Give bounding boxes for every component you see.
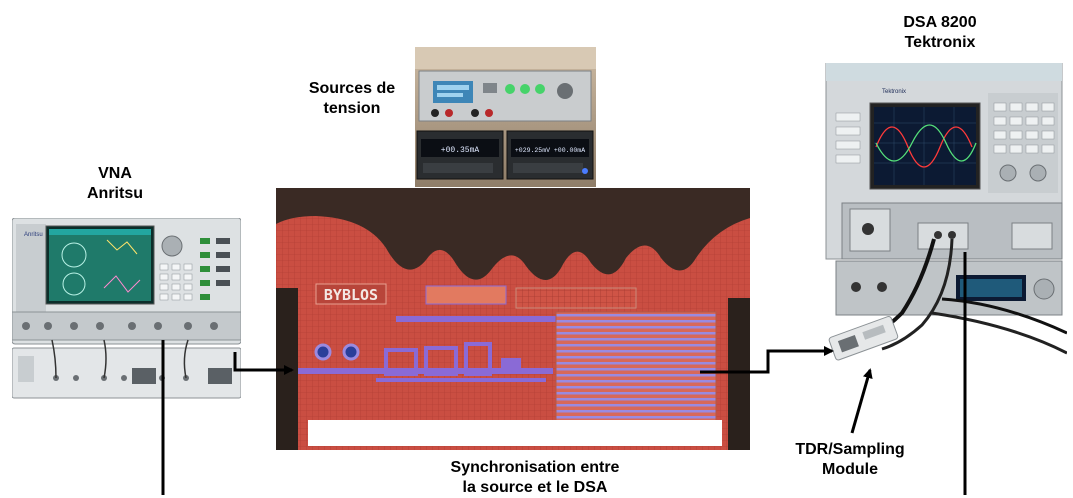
dsa-label: DSA 8200 Tektronix [880, 13, 1000, 53]
sources-label: Sources de tension [292, 79, 412, 119]
dsa-label-line2: Tektronix [904, 34, 976, 51]
sync-label-line1: Synchronisation entre [450, 459, 620, 476]
dsa-label-line1: DSA 8200 [903, 14, 977, 31]
tdr-label-line2: Module [822, 461, 878, 478]
dsa-tektronix-photo: Tektronix [822, 63, 1067, 363]
tdr-label-line1: TDR/Sampling [795, 441, 905, 458]
chip-byblos-text: BYBLOS [324, 286, 378, 304]
chip-micrograph: BYBLOS [276, 188, 750, 450]
source-readout-1: +00.35mA [441, 146, 480, 155]
vna-label: VNA Anritsu [60, 164, 170, 204]
tdr-label: TDR/Sampling Module [775, 440, 925, 480]
voltage-sources-photo: +00.35mA +029.25mV +00.00mA [415, 47, 596, 187]
vna-label-line2: Anritsu [87, 185, 143, 202]
vna-label-line1: VNA [98, 165, 132, 182]
dsa-brand-text: Tektronix [882, 89, 906, 95]
sources-label-line2: tension [323, 100, 381, 117]
vna-brand-text: Anritsu [24, 232, 43, 238]
tdr-pointer-arrow [850, 368, 873, 434]
sync-label: Synchronisation entre la source et le DS… [400, 458, 670, 498]
vna-anritsu-photo: Anritsu [12, 218, 241, 400]
sync-label-line2: la source et le DSA [462, 479, 608, 496]
source-readout-2: +029.25mV +00.00mA [515, 147, 585, 154]
sources-label-line1: Sources de [308, 80, 396, 97]
